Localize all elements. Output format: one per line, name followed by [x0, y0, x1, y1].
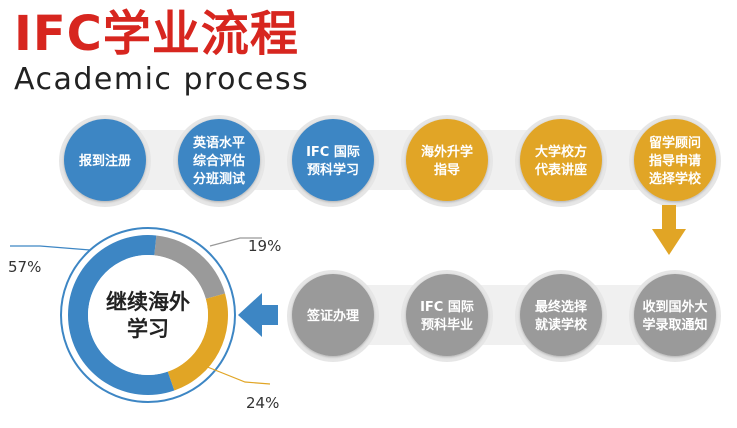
bottom-step-label: 最终选择: [535, 299, 588, 315]
top-step-label: 分班测试: [193, 171, 245, 187]
bottom-step-label: 预科毕业: [421, 317, 473, 333]
top-step-label: 预科学习: [307, 162, 359, 178]
top-step-circle: [520, 119, 602, 201]
donut-segment-19: [154, 235, 226, 299]
top-step-label: IFC 国际: [306, 145, 360, 160]
page-subtitle: Academic process: [14, 62, 310, 97]
bottom-step-circle: [634, 274, 716, 356]
left-arrow-icon: [238, 293, 278, 337]
percent-label-57: 57%: [8, 258, 41, 276]
top-step-circle: [64, 119, 146, 201]
bottom-step-label: 学录取通知: [642, 317, 707, 333]
bottom-step-circle: [406, 274, 488, 356]
leader-line-24: [199, 363, 271, 385]
top-step-label: 指导: [434, 162, 460, 178]
top-step-label: 报到注册: [79, 153, 131, 169]
top-step-circle: [292, 119, 374, 201]
top-track: [65, 130, 705, 190]
percent-label-19: 19%: [248, 237, 281, 255]
leader-line-57: [10, 245, 91, 251]
top-step-label: 海外升学: [421, 144, 473, 160]
top-step-label: 指导申请: [649, 153, 701, 169]
result-label-line-2: 学习: [127, 317, 169, 341]
bottom-step-label: IFC 国际: [420, 300, 474, 315]
top-step-label: 代表讲座: [534, 162, 587, 178]
donut-center: [88, 255, 208, 375]
bottom-step-circle: [520, 274, 602, 356]
top-step-label: 综合评估: [193, 153, 245, 169]
page-title: IFC学业流程: [14, 6, 299, 62]
leader-line-19: [209, 237, 262, 247]
bottom-step-label: 签证办理: [306, 308, 359, 324]
result-label-line-1: 继续海外: [106, 290, 190, 314]
top-step-label: 大学校方: [535, 144, 587, 160]
bottom-step-circle: [292, 274, 374, 356]
top-step-circle: [634, 119, 716, 201]
top-step-circle: [406, 119, 488, 201]
top-step-label: 留学顾问: [649, 135, 701, 151]
bottom-step-label: 收到国外大: [642, 299, 707, 315]
percent-label-24: 24%: [246, 394, 279, 412]
top-step-label: 选择学校: [649, 171, 702, 187]
donut-segment-24: [167, 293, 228, 391]
donut-segment-57: [68, 235, 175, 395]
top-step-circle: [178, 119, 260, 201]
top-step-1: 报到注册: [59, 115, 151, 207]
bottom-step-label: 就读学校: [535, 317, 588, 333]
down-arrow-icon: [652, 205, 686, 255]
bottom-step-1: 签证办理: [287, 270, 379, 362]
top-step-label: 英语水平: [192, 135, 245, 151]
